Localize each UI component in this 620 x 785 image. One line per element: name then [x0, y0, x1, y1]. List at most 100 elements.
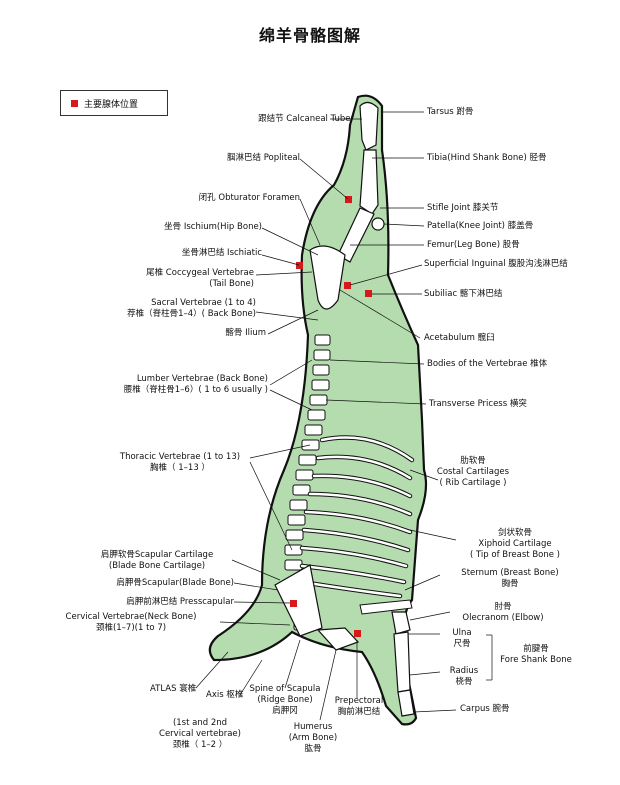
label-ulna-line1: Ulna [452, 628, 472, 638]
label-scapular-cartilage: 肩胛软骨Scapular Cartilage (Blade Bone Carti… [82, 550, 232, 572]
label-first-second-line3: 颈椎（ 1–2 ） [172, 740, 228, 750]
label-sacral-line2: 荐椎（脊柱骨1–4）( Back Bone) [127, 309, 256, 319]
label-carpus: Carpus 腕骨 [460, 704, 510, 714]
label-scapular: 肩胛骨Scapular(Blade Bone) [116, 578, 234, 588]
label-tibia: Tibia(Hind Shank Bone) 胫骨 [427, 153, 547, 163]
label-xiphoid-line3: ( Tip of Breast Bone ) [469, 550, 560, 560]
gland-prepectoral [354, 630, 361, 637]
olecranon-bone [391, 611, 411, 635]
label-olecranon-line1: 肘骨 [494, 602, 512, 612]
label-prepectoral-line2: 胸前淋巴结 [337, 707, 381, 717]
label-transverse-process: Transverse Pricess 横突 [429, 399, 527, 409]
label-spine-scapula-line2: (Ridge Bone) [257, 695, 313, 705]
label-fore-shank: 前腱骨 Fore Shank Bone [494, 644, 578, 666]
gland-prescapular [290, 600, 297, 607]
label-ischiatic: 坐骨淋巴结 Ischiatic [181, 248, 262, 258]
pelvis-bone [309, 245, 346, 310]
label-ilium: 髂骨 Ilium [225, 328, 266, 338]
label-scapular-cartilage-line2: (Blade Bone Cartilage) [108, 561, 206, 571]
gland-inguinal [344, 282, 351, 289]
gland-popliteal [345, 196, 352, 203]
label-atlas: ATLAS 寰椎 [150, 684, 197, 694]
legend-label: 主要腺体位置 [84, 99, 139, 110]
humerus-bone [316, 627, 360, 651]
label-calcaneal-tuber: 跟结节 Calcaneal Tuber [258, 114, 354, 124]
sternum-bone [359, 599, 413, 615]
rib-highlights [300, 436, 414, 598]
label-costal-line1: 肋软骨 [460, 456, 486, 466]
label-costal-line2: Costal Cartilages [436, 467, 510, 477]
label-ulna: Ulna 尺骨 [442, 628, 482, 650]
label-costal-cartilages: 肋软骨 Costal Cartilages ( Rib Cartilage ) [428, 456, 518, 489]
label-humerus-line3: 肱骨 [304, 744, 322, 754]
label-radius: Radius 桡骨 [442, 666, 486, 688]
label-coccygeal: 尾椎 Coccygeal Vertebrae (Tail Bone) [146, 268, 254, 290]
label-olecranon: 肘骨 Olecranom (Elbow) [444, 602, 562, 624]
label-patella: Patella(Knee Joint) 膝盖骨 [427, 221, 534, 231]
label-tarsus: Tarsus 跗骨 [427, 107, 474, 117]
label-radius-line2: 桡骨 [455, 677, 473, 687]
label-costal-line3: ( Rib Cartilage ) [439, 478, 507, 488]
leader-lines [195, 111, 493, 721]
carpus-bone [397, 689, 415, 717]
label-sternum: Sternum (Breast Bone) 胸骨 [442, 568, 578, 590]
label-xiphoid: 剑状软骨 Xiphoid Cartilage ( Tip of Breast B… [458, 528, 572, 561]
label-prepectoral-line1: Prepectoral [334, 696, 384, 706]
label-sacral-line1: Sacral Vertebrae (1 to 4) [151, 298, 256, 308]
tibia-bone [359, 149, 379, 215]
label-fore-shank-line2: Fore Shank Bone [500, 655, 572, 665]
hind-leg-bones [309, 101, 385, 310]
label-scapular-cartilage-line1: 肩胛软骨Scapular Cartilage [100, 550, 214, 560]
label-prepectoral: Prepectoral 胸前淋巴结 [326, 696, 392, 718]
label-sternum-line2: 胸骨 [501, 579, 519, 589]
tarsus-bone [359, 101, 379, 151]
label-thoracic-line1: Thoracic Vertebrae (1 to 13) [119, 452, 241, 462]
label-xiphoid-line2: Xiphoid Cartilage [478, 539, 552, 549]
label-coccygeal-line1: 尾椎 Coccygeal Vertebrae [146, 268, 254, 278]
label-femur: Femur(Leg Bone) 股骨 [427, 240, 520, 250]
label-sacral: Sacral Vertebrae (1 to 4) 荐椎（脊柱骨1–4）( Ba… [127, 298, 256, 320]
label-first-second-cervical: (1st and 2nd Cervical vertebrae) 颈椎（ 1–2… [150, 718, 250, 751]
label-cervical-line2: 颈椎(1–7)(1 to 7) [95, 623, 167, 633]
gland-marker-icon [71, 99, 78, 107]
label-spine-of-scapula: Spine of Scapula (Ridge Bone) 肩胛冈 [244, 684, 326, 717]
legend-box: 主要腺体位置 [60, 90, 168, 116]
label-obturator-foramen: 闭孔 Obturator Foramen [198, 193, 300, 203]
page-title: 绵羊骨骼图解 [258, 26, 361, 45]
label-subiliac: Subiliac 髂下淋巴结 [424, 289, 503, 299]
label-axis: Axis 枢椎 [206, 690, 244, 700]
label-stifle-joint: Stifle Joint 膝关节 [427, 203, 499, 213]
label-first-second-line2: Cervical vertebrae) [159, 729, 241, 739]
label-bodies-vertebrae: Bodies of the Vertebrae 椎体 [427, 359, 548, 369]
label-olecranon-line2: Olecranom (Elbow) [462, 613, 544, 623]
label-first-second-line1: (1st and 2nd [172, 718, 228, 728]
label-thoracic: Thoracic Vertebrae (1 to 13) 胸椎（ 1–13 ） [110, 452, 250, 474]
label-cervical: Cervical Vertebrae(Neck Bone) 颈椎(1–7)(1 … [46, 612, 216, 634]
label-lumber: Lumber Vertebrae (Back Bone) 腰椎（脊柱骨1–6）(… [124, 374, 268, 396]
label-sternum-line1: Sternum (Breast Bone) [461, 568, 559, 578]
label-spine-scapula-line3: 肩胛冈 [272, 706, 298, 716]
label-prescapular: 肩胛前淋巴结 Presscapular [126, 597, 234, 607]
label-superficial-inguinal: Superficial Inguinal 腹股沟浅淋巴结 [424, 259, 568, 269]
label-spine-scapula-line1: Spine of Scapula [249, 684, 321, 694]
label-ulna-line2: 尺骨 [453, 639, 471, 649]
label-lumber-line1: Lumber Vertebrae (Back Bone) [136, 374, 268, 384]
gland-markers [290, 196, 372, 637]
label-acetabulum: Acetabulum 髋臼 [424, 333, 495, 343]
label-humerus-line2: (Arm Bone) [288, 733, 338, 743]
femur-bone [337, 207, 375, 263]
gland-subiliac [365, 290, 372, 297]
label-fore-shank-line1: 前腱骨 [523, 644, 549, 654]
label-xiphoid-line1: 剑状软骨 [497, 528, 532, 538]
label-popliteal: 腘淋巴结 Popliteal [227, 153, 300, 163]
label-humerus-line1: Humerus [293, 722, 333, 732]
label-coccygeal-line2: (Tail Bone) [209, 279, 254, 289]
patella-bone [371, 217, 385, 231]
gland-ischiatic [296, 262, 303, 269]
foreleg-bones [316, 611, 415, 717]
label-lumber-line2: 腰椎（脊柱骨1–6）( 1 to 6 usually ) [123, 385, 268, 395]
label-radius-line1: Radius [449, 666, 479, 676]
label-ischium: 坐骨 Ischium(Hip Bone) [164, 222, 262, 232]
label-cervical-line1: Cervical Vertebrae(Neck Bone) [65, 612, 197, 622]
